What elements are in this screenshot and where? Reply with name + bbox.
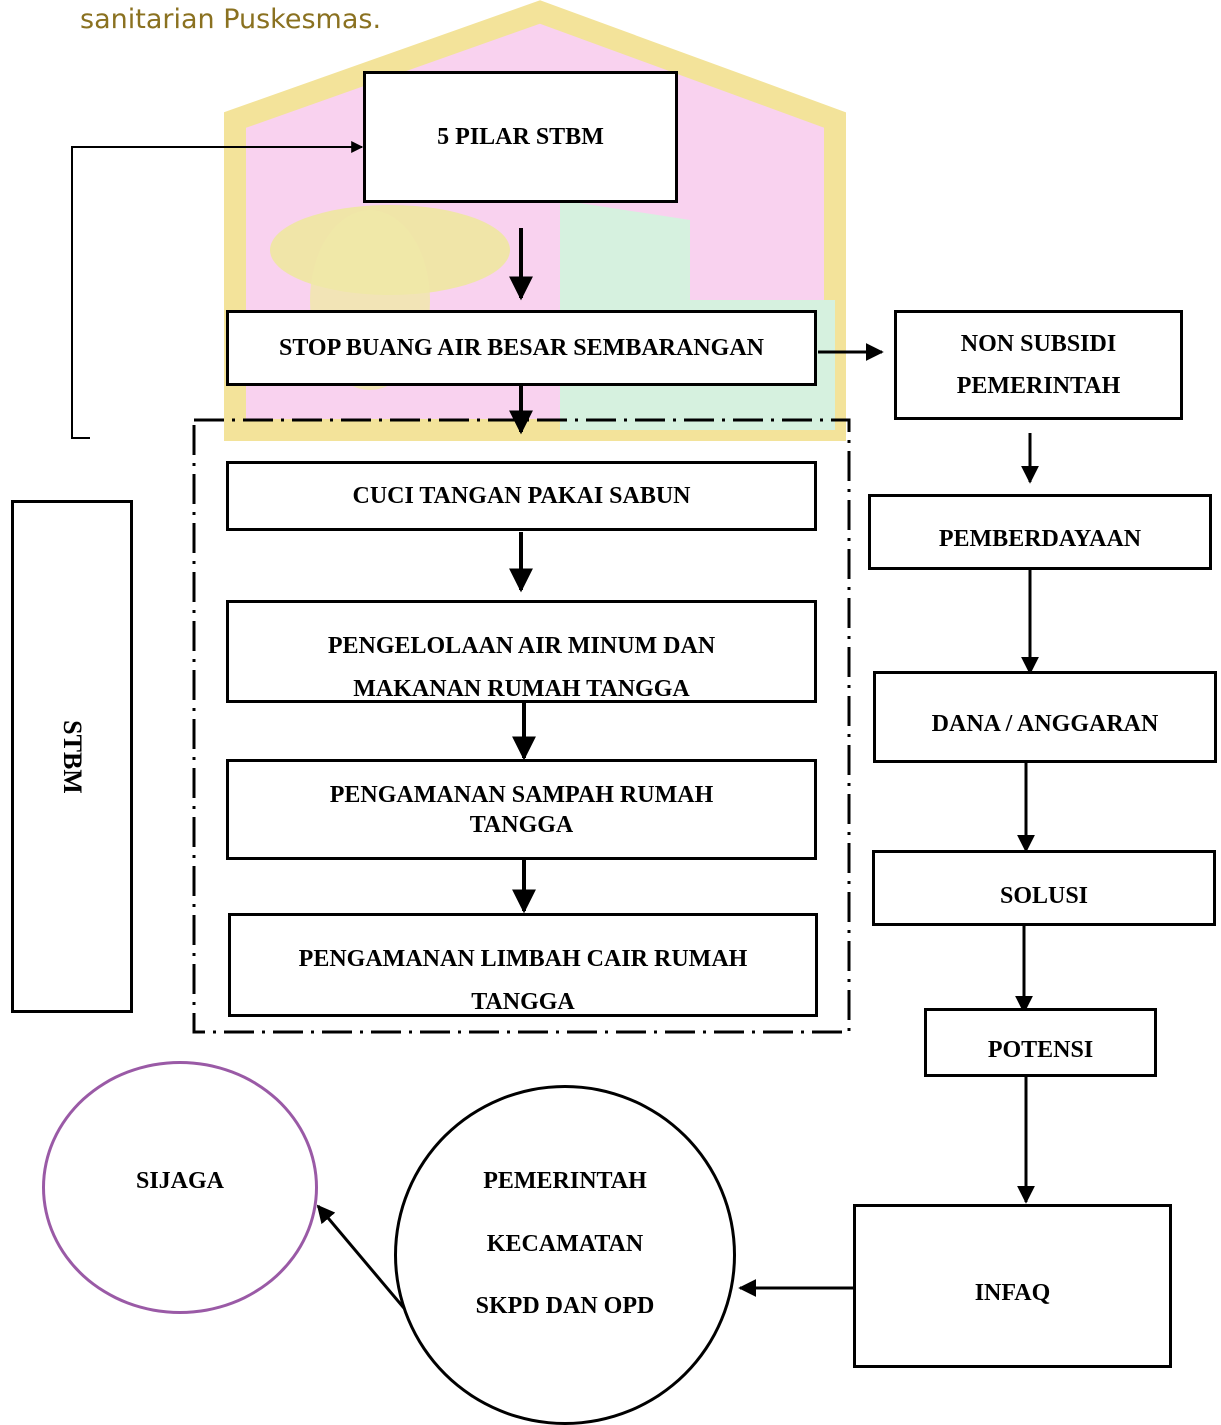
sampah-box: PENGAMANAN SAMPAH RUMAH TANGGA	[226, 759, 817, 860]
sijaga-circle: SIJAGA	[42, 1061, 318, 1314]
stbm-vertical-box: STBM	[11, 500, 133, 1013]
solusi-label: SOLUSI	[999, 882, 1089, 909]
air-minum-label-line2: MAKANAN RUMAH TANGGA	[353, 676, 690, 703]
arrow-pemerintah-to-sijaga	[316, 1204, 416, 1321]
stop-bab-box: STOP BUANG AIR BESAR SEMBARANGAN	[226, 310, 817, 386]
potensi-label: POTENSI	[987, 1037, 1094, 1064]
non-subsidi-label-line2: PEMERINTAH	[956, 373, 1121, 399]
pemerintah-label-line1: PEMERINTAH	[483, 1168, 647, 1195]
non-subsidi-label-line1: NON SUBSIDI	[960, 331, 1117, 357]
pillars-group-border	[192, 418, 851, 1034]
dana-label: DANA / ANGGARAN	[931, 710, 1159, 737]
dana-box: DANA / ANGGARAN	[873, 671, 1217, 763]
sampah-label-line2: TANGGA	[469, 811, 574, 838]
ctps-box: CUCI TANGAN PAKAI SABUN	[226, 461, 817, 531]
pemberdayaan-box: PEMBERDAYAAN	[868, 494, 1212, 570]
solusi-box: SOLUSI	[872, 850, 1216, 926]
five-pillar-label: 5 PILAR STBM	[437, 123, 604, 150]
stop-bab-label: STOP BUANG AIR BESAR SEMBARANGAN	[279, 334, 764, 361]
limbah-label-line2: TANGGA	[471, 989, 575, 1016]
sampah-label-line1: PENGAMANAN SAMPAH RUMAH	[329, 781, 714, 808]
pemberdayaan-label: PEMBERDAYAAN	[938, 525, 1142, 552]
limbah-label-line1: PENGAMANAN LIMBAH CAIR RUMAH	[298, 946, 748, 972]
air-minum-box: PENGELOLAAN AIR MINUM DAN MAKANAN RUMAH …	[226, 600, 817, 703]
ctps-label: CUCI TANGAN PAKAI SABUN	[352, 482, 691, 509]
pemerintah-label-line2: KECAMATAN	[486, 1230, 644, 1257]
five-pillar-box: 5 PILAR STBM	[363, 71, 678, 203]
infaq-box: INFAQ	[853, 1204, 1172, 1368]
pemerintah-label-line3: SKPD DAN OPD	[475, 1293, 655, 1320]
air-minum-label-line1: PENGELOLAAN AIR MINUM DAN	[327, 633, 716, 659]
limbah-box: PENGAMANAN LIMBAH CAIR RUMAH TANGGA	[228, 913, 818, 1017]
feedback-line	[71, 141, 364, 439]
non-subsidi-box: NON SUBSIDI PEMERINTAH	[894, 310, 1183, 420]
intro-text: sanitarian Puskesmas.	[80, 4, 382, 35]
stbm-vertical-label: STBM	[58, 719, 87, 794]
potensi-box: POTENSI	[924, 1008, 1157, 1077]
pemerintah-circle: PEMERINTAH KECAMATAN SKPD DAN OPD	[394, 1085, 736, 1425]
infaq-label: INFAQ	[974, 1279, 1051, 1306]
sijaga-label: SIJAGA	[135, 1168, 225, 1194]
